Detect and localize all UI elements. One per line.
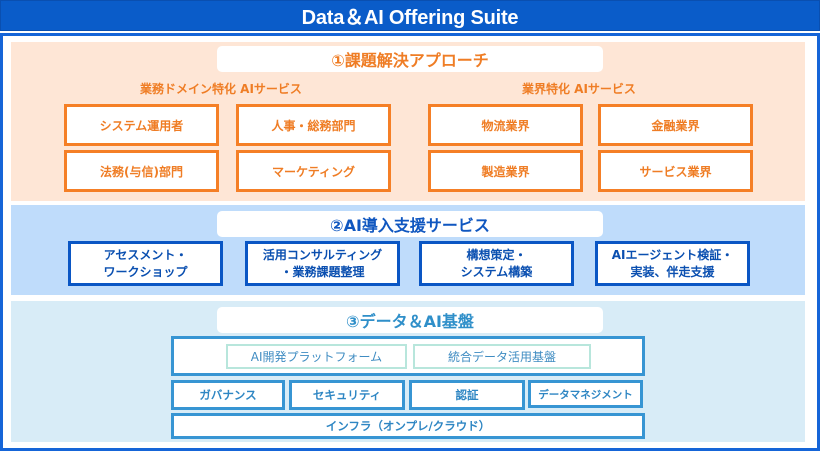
service-label: 金融業界	[651, 118, 700, 133]
section-data-ai-platform: ③データ＆AI基盤 AI開発プラットフォーム 統合データ活用基盤 ガバナンス セ…	[11, 301, 805, 442]
group-label-domain-ai: 業務ドメイン特化 AIサービス	[140, 82, 302, 96]
support-label-line2: システム構築	[460, 264, 533, 279]
section-title-data-ai-platform: ③データ＆AI基盤	[217, 307, 603, 333]
page-title: Data＆AI Offering Suite	[0, 0, 820, 31]
service-label: システム運用者	[99, 118, 184, 133]
support-label-line1: AIエージェント検証・	[611, 247, 734, 262]
service-box-legal: 法務(与信)部門	[64, 150, 219, 192]
support-label-line1: 活用コンサルティング	[262, 247, 383, 262]
component-label: データマネジメント	[538, 388, 633, 401]
component-label: 認証	[455, 388, 479, 402]
service-label: 製造業界	[481, 164, 530, 179]
section-ai-adoption-support: ②AI導入支援サービス アセスメント・ ワークショップ 活用コンサルティング ・…	[11, 205, 805, 295]
component-authentication: 認証	[409, 380, 525, 410]
support-box-system-build: 構想策定・ システム構築	[419, 241, 574, 286]
infrastructure-label: インフラ（オンプレ/クラウド）	[325, 419, 491, 433]
support-label-line2: 実装、伴走支援	[630, 264, 715, 279]
service-label: 物流業界	[481, 118, 530, 133]
service-label: 人事・総務部門	[271, 118, 356, 133]
support-box-assessment: アセスメント・ ワークショップ	[68, 241, 223, 286]
service-box-marketing: マーケティング	[236, 150, 391, 192]
service-box-hr-general-affairs: 人事・総務部門	[236, 104, 391, 146]
support-label-line2: ・業務課題整理	[280, 264, 365, 279]
platform-label: AI開発プラットフォーム	[250, 350, 383, 364]
service-label: マーケティング	[271, 164, 356, 179]
platform-ai-development: AI開発プラットフォーム	[226, 344, 407, 369]
support-label-line2: ワークショップ	[103, 264, 188, 279]
support-label-line1: 構想策定・	[466, 247, 527, 262]
section-problem-solving: ①課題解決アプローチ 業務ドメイン特化 AIサービス 業界特化 AIサービス シ…	[11, 42, 805, 201]
service-box-finance: 金融業界	[598, 104, 753, 146]
platform-label: 統合データ活用基盤	[447, 350, 556, 364]
component-security: セキュリティ	[289, 380, 405, 410]
platform-integrated-data: 統合データ活用基盤	[413, 344, 591, 369]
component-label: セキュリティ	[312, 388, 382, 402]
section-title-ai-adoption-support: ②AI導入支援サービス	[217, 211, 603, 237]
service-box-service-industry: サービス業界	[598, 150, 753, 192]
service-box-system-ops: システム運用者	[64, 104, 219, 146]
service-box-logistics: 物流業界	[428, 104, 583, 146]
group-label-industry-ai: 業界特化 AIサービス	[522, 82, 636, 96]
infrastructure-bar: インフラ（オンプレ/クラウド）	[171, 413, 645, 439]
component-label: ガバナンス	[199, 388, 257, 402]
component-data-management: データマネジメント	[528, 380, 643, 408]
section-title-problem-solving: ①課題解決アプローチ	[217, 46, 603, 72]
support-box-consulting: 活用コンサルティング ・業務課題整理	[245, 241, 400, 286]
support-box-ai-agent: AIエージェント検証・ 実装、伴走支援	[595, 241, 750, 286]
service-label: サービス業界	[639, 164, 712, 179]
service-label: 法務(与信)部門	[100, 164, 183, 179]
support-label-line1: アセスメント・	[103, 247, 188, 262]
service-box-manufacturing: 製造業界	[428, 150, 583, 192]
component-governance: ガバナンス	[171, 380, 285, 410]
